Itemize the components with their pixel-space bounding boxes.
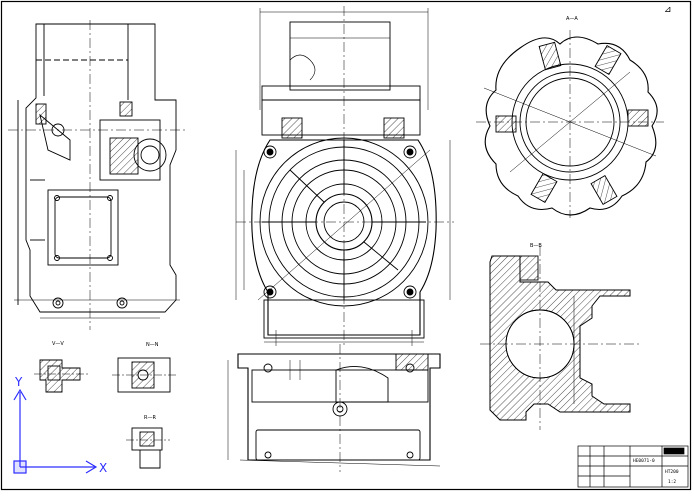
corner-symbol: ⊿ xyxy=(664,5,672,15)
main-front-view xyxy=(235,6,454,346)
ucs-y-label: Y xyxy=(14,375,23,389)
detail-view-r xyxy=(126,427,170,469)
ucs-icon xyxy=(13,388,98,474)
left-side-view xyxy=(8,20,188,330)
section-view-a xyxy=(476,30,664,218)
label-section-b: B—B xyxy=(530,243,542,249)
detail-view-n xyxy=(112,357,176,393)
title-drawing-number: HE0071-0 xyxy=(633,458,655,464)
label-detail-v: V—V xyxy=(52,341,64,347)
section-view-b xyxy=(480,246,640,430)
title-material: HT200 xyxy=(665,469,679,475)
title-scale: 1:2 xyxy=(668,479,676,485)
ucs-x-label: X xyxy=(99,461,107,475)
detail-view-v xyxy=(34,359,90,393)
label-section-a: A—A xyxy=(566,16,578,22)
label-detail-r: R—R xyxy=(144,415,156,421)
title-block xyxy=(577,445,689,488)
label-detail-n: N—N xyxy=(146,342,159,348)
bottom-view xyxy=(227,344,441,472)
